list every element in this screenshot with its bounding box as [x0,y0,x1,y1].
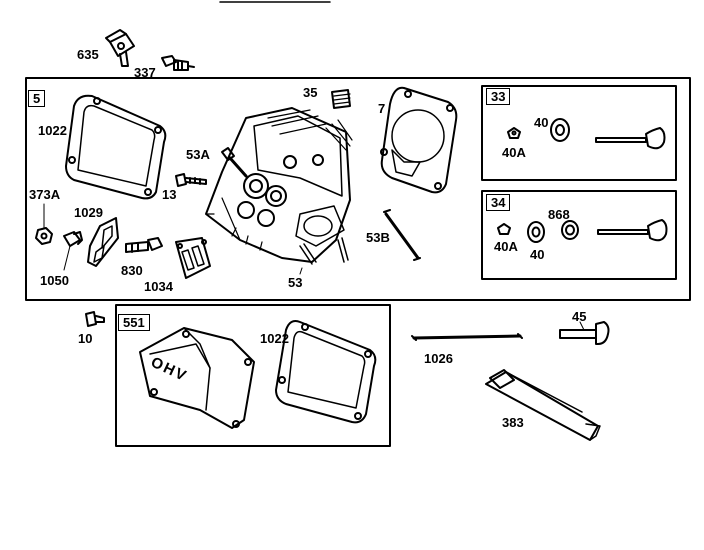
valve-cover-551[interactable] [139,327,255,429]
callout-1026: 1026 [424,351,453,366]
exhaust-valve-kit34[interactable] [597,219,668,242]
stud-830[interactable] [125,237,163,253]
push-rod-53B[interactable] [383,209,421,261]
kit-33-frame [481,85,677,181]
fitting-1050[interactable] [63,231,83,247]
callout-830: 830 [121,263,143,278]
callout-53: 53 [288,275,303,290]
callout-53A: 53A [186,147,210,162]
callout-1022-top: 1022 [38,123,67,138]
intake-valve-kit33[interactable] [595,127,666,150]
valve-keeper-40A-kit33[interactable] [507,127,521,139]
rocker-plate-1029[interactable] [87,217,119,267]
callout-1050: 1050 [40,273,69,288]
leader-45 [579,321,585,331]
valve-retainer-40-kit34[interactable] [527,221,545,243]
spark-plug-337[interactable] [161,55,195,71]
callout-53B: 53B [366,230,390,245]
kit-5-frame [25,77,691,301]
push-rod-1026[interactable] [411,333,523,341]
screw-13[interactable] [175,173,207,187]
callout-13: 13 [162,187,177,202]
callout-868: 868 [548,207,570,222]
bolt-53A[interactable] [221,147,248,178]
nut-373A[interactable] [35,227,53,245]
valve-retainer-40-kit33[interactable] [550,118,570,142]
valve-keeper-40A-kit34[interactable] [497,223,511,235]
callout-10: 10 [78,331,93,346]
callout-35: 35 [303,85,318,100]
spring-35[interactable] [331,89,351,109]
kit-551-tag: 551 [118,314,150,331]
kit-34-frame [481,190,677,280]
stud-53[interactable] [299,237,349,265]
callout-40A-kit34: 40A [494,239,518,254]
head-gasket-7[interactable] [380,86,458,194]
valve-cover-gasket-1022-top[interactable] [65,94,167,200]
valve-rotator-868[interactable] [561,220,579,240]
leader-53 [299,267,303,275]
callout-40A-kit33: 40A [502,145,526,160]
callout-40-kit34: 40 [530,247,545,262]
callout-1034: 1034 [144,279,173,294]
guide-plate-1034[interactable] [175,237,211,279]
breather-fitting-635[interactable] [105,29,135,67]
kit-33-tag: 33 [486,88,511,105]
valve-cover-gasket-1022-bottom[interactable] [275,320,377,424]
tappet-45[interactable] [559,321,610,345]
callout-373A: 373A [29,187,61,202]
tool-383[interactable] [485,369,601,441]
callout-383: 383 [502,415,524,430]
callout-40-kit33: 40 [534,115,549,130]
kit-5-tag: 5 [28,90,46,107]
callout-7: 7 [378,101,386,116]
callout-1029: 1029 [74,205,103,220]
leader-1050 [63,245,71,271]
callout-1022-bottom: 1022 [260,331,289,346]
kit-551-frame [115,304,391,447]
cylinder-head[interactable] [205,107,353,263]
callout-635: 635 [77,47,99,62]
callout-45: 45 [572,309,587,324]
screw-10[interactable] [85,311,105,327]
kit-34-tag: 34 [486,194,511,211]
callout-337: 337 [134,65,156,80]
